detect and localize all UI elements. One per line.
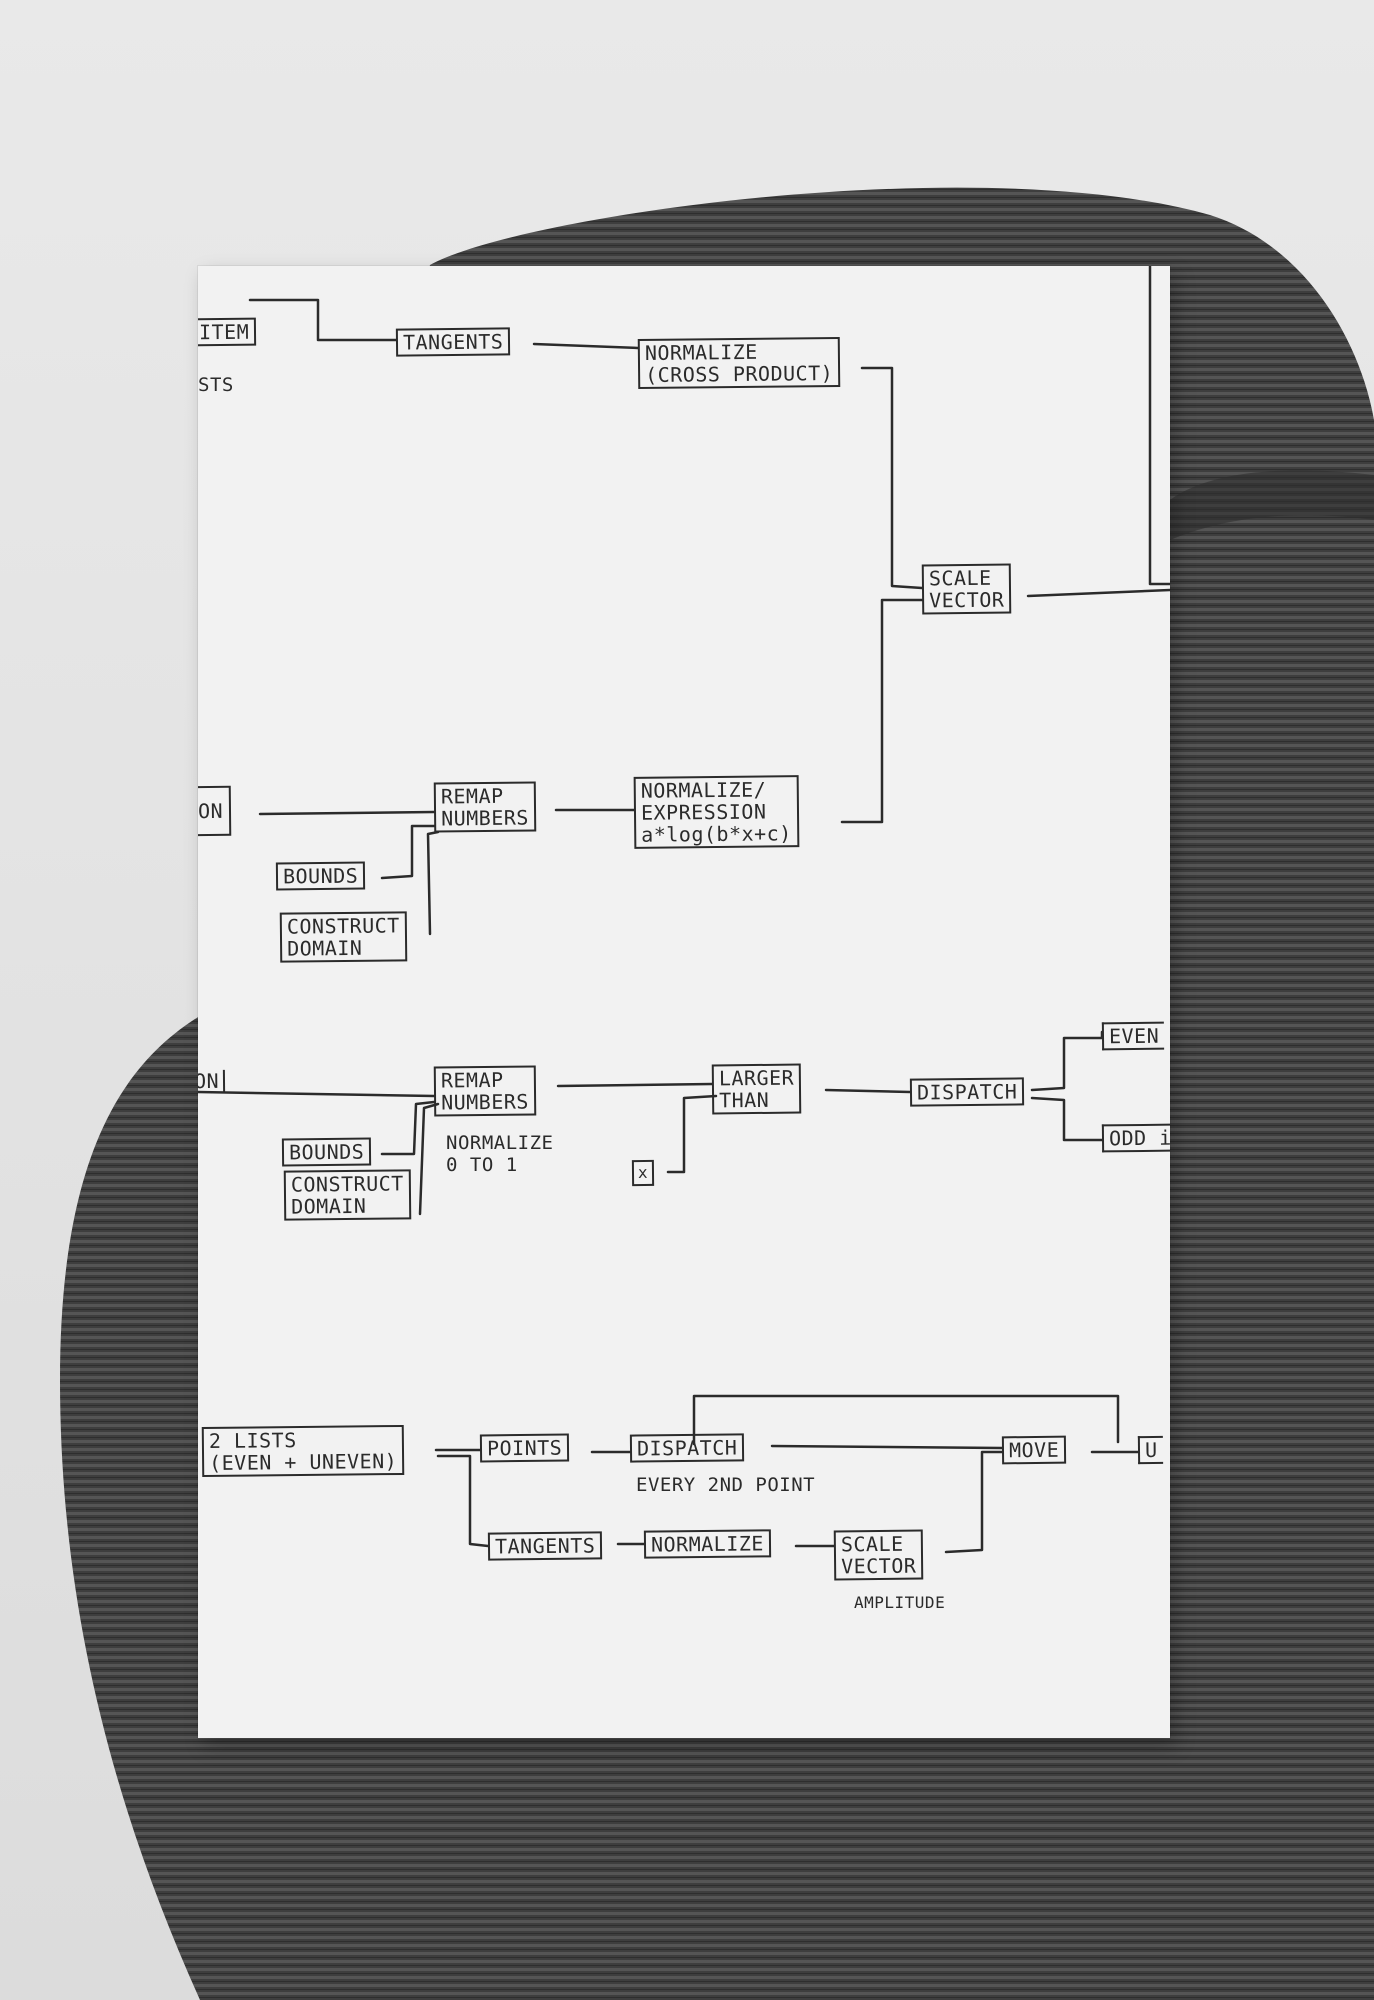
two-lists-node: 2 LISTS (EVEN + UNEVEN) [201,1424,405,1478]
x-node: x [631,1159,655,1187]
dispatch-node: DISPATCH [909,1077,1025,1107]
points-node: POINTS [479,1433,570,1463]
amplitude-note: AMPLITUDE [854,1593,946,1612]
normalize-node: NORMALIZE [643,1529,772,1559]
remap-numbers-node: REMAP NUMBERS [433,781,537,833]
odd-node: ODD i [1101,1123,1170,1153]
tangents-node: TANGENTS [395,327,511,357]
bounds-node: BOUNDS [275,861,366,891]
even-node: EVEN [1101,1021,1165,1051]
every-2nd-point-note: EVERY 2ND POINT [636,1474,816,1496]
normalize-cross-product-node: NORMALIZE (CROSS PRODUCT) [637,336,841,390]
connection-lines [198,266,1170,1554]
larger-than-node: LARGER THAN [711,1063,802,1115]
scale-vector-node-2: SCALE VECTOR [833,1529,924,1581]
construct-domain-node: CONSTRUCT DOMAIN [279,911,408,963]
normalize-0-to-1-note: NORMALIZE 0 TO 1 [446,1132,554,1176]
tangents-node-2: TANGENTS [487,1531,603,1561]
scale-vector-node: SCALE VECTOR [921,563,1012,615]
remap-numbers-node-2: REMAP NUMBERS [433,1065,537,1117]
normalize-expression-node: NORMALIZE/ EXPRESSION a*log(b*x+c) [633,775,799,849]
dispatch-node-2: DISPATCH [629,1433,745,1463]
bounds-node-2: BOUNDS [281,1137,372,1167]
move-node: MOVE [1001,1435,1067,1465]
right-edge-node: U [1137,1435,1163,1465]
construct-domain-node-2: CONSTRUCT DOMAIN [283,1169,412,1221]
lists-note: STS [198,374,234,396]
item-node: ITEM [198,317,257,347]
row3-source-node: ON [198,1069,226,1093]
sketch-paper: ITEM STS TANGENTS NORMALIZE (CROSS PRODU… [198,266,1170,1738]
row2-source-node: ON [198,785,232,837]
